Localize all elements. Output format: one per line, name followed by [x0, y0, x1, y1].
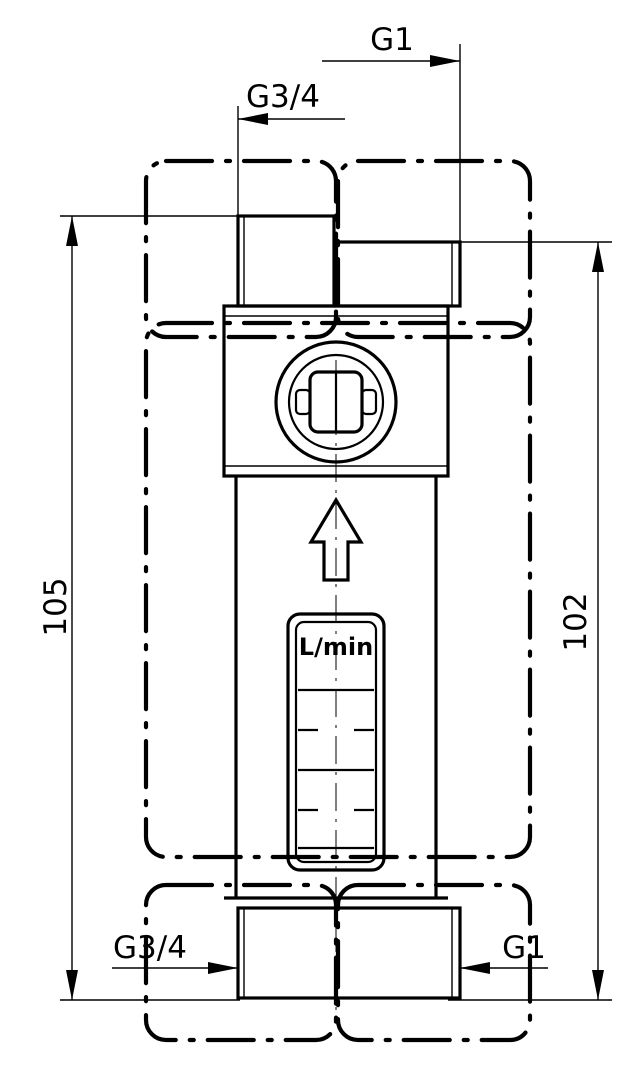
top-inlet-thread-label: G3/4: [246, 79, 320, 115]
dimension-top-g3-4: G3/4: [237, 79, 345, 216]
bottom-left-thread-label: G3/4: [113, 930, 187, 966]
overall-length-right-label: 102: [558, 592, 594, 651]
bottom-right-thread-label: G1: [502, 930, 546, 966]
top-outlet-thread-label: G1: [370, 22, 414, 58]
dimension-top-g1: G1: [322, 22, 461, 242]
dimension-right-102: 102: [448, 241, 612, 1001]
dimension-bottom-g1: G1: [460, 930, 548, 974]
overall-length-left-label: 105: [38, 577, 74, 636]
flow-direction-arrow-icon: [308, 496, 364, 582]
dimension-bottom-g3-4: G3/4: [112, 930, 238, 974]
flowmeter-body: [222, 214, 462, 1000]
dimension-left-105: 105: [38, 215, 240, 1001]
phantom-outline: [143, 158, 533, 1043]
